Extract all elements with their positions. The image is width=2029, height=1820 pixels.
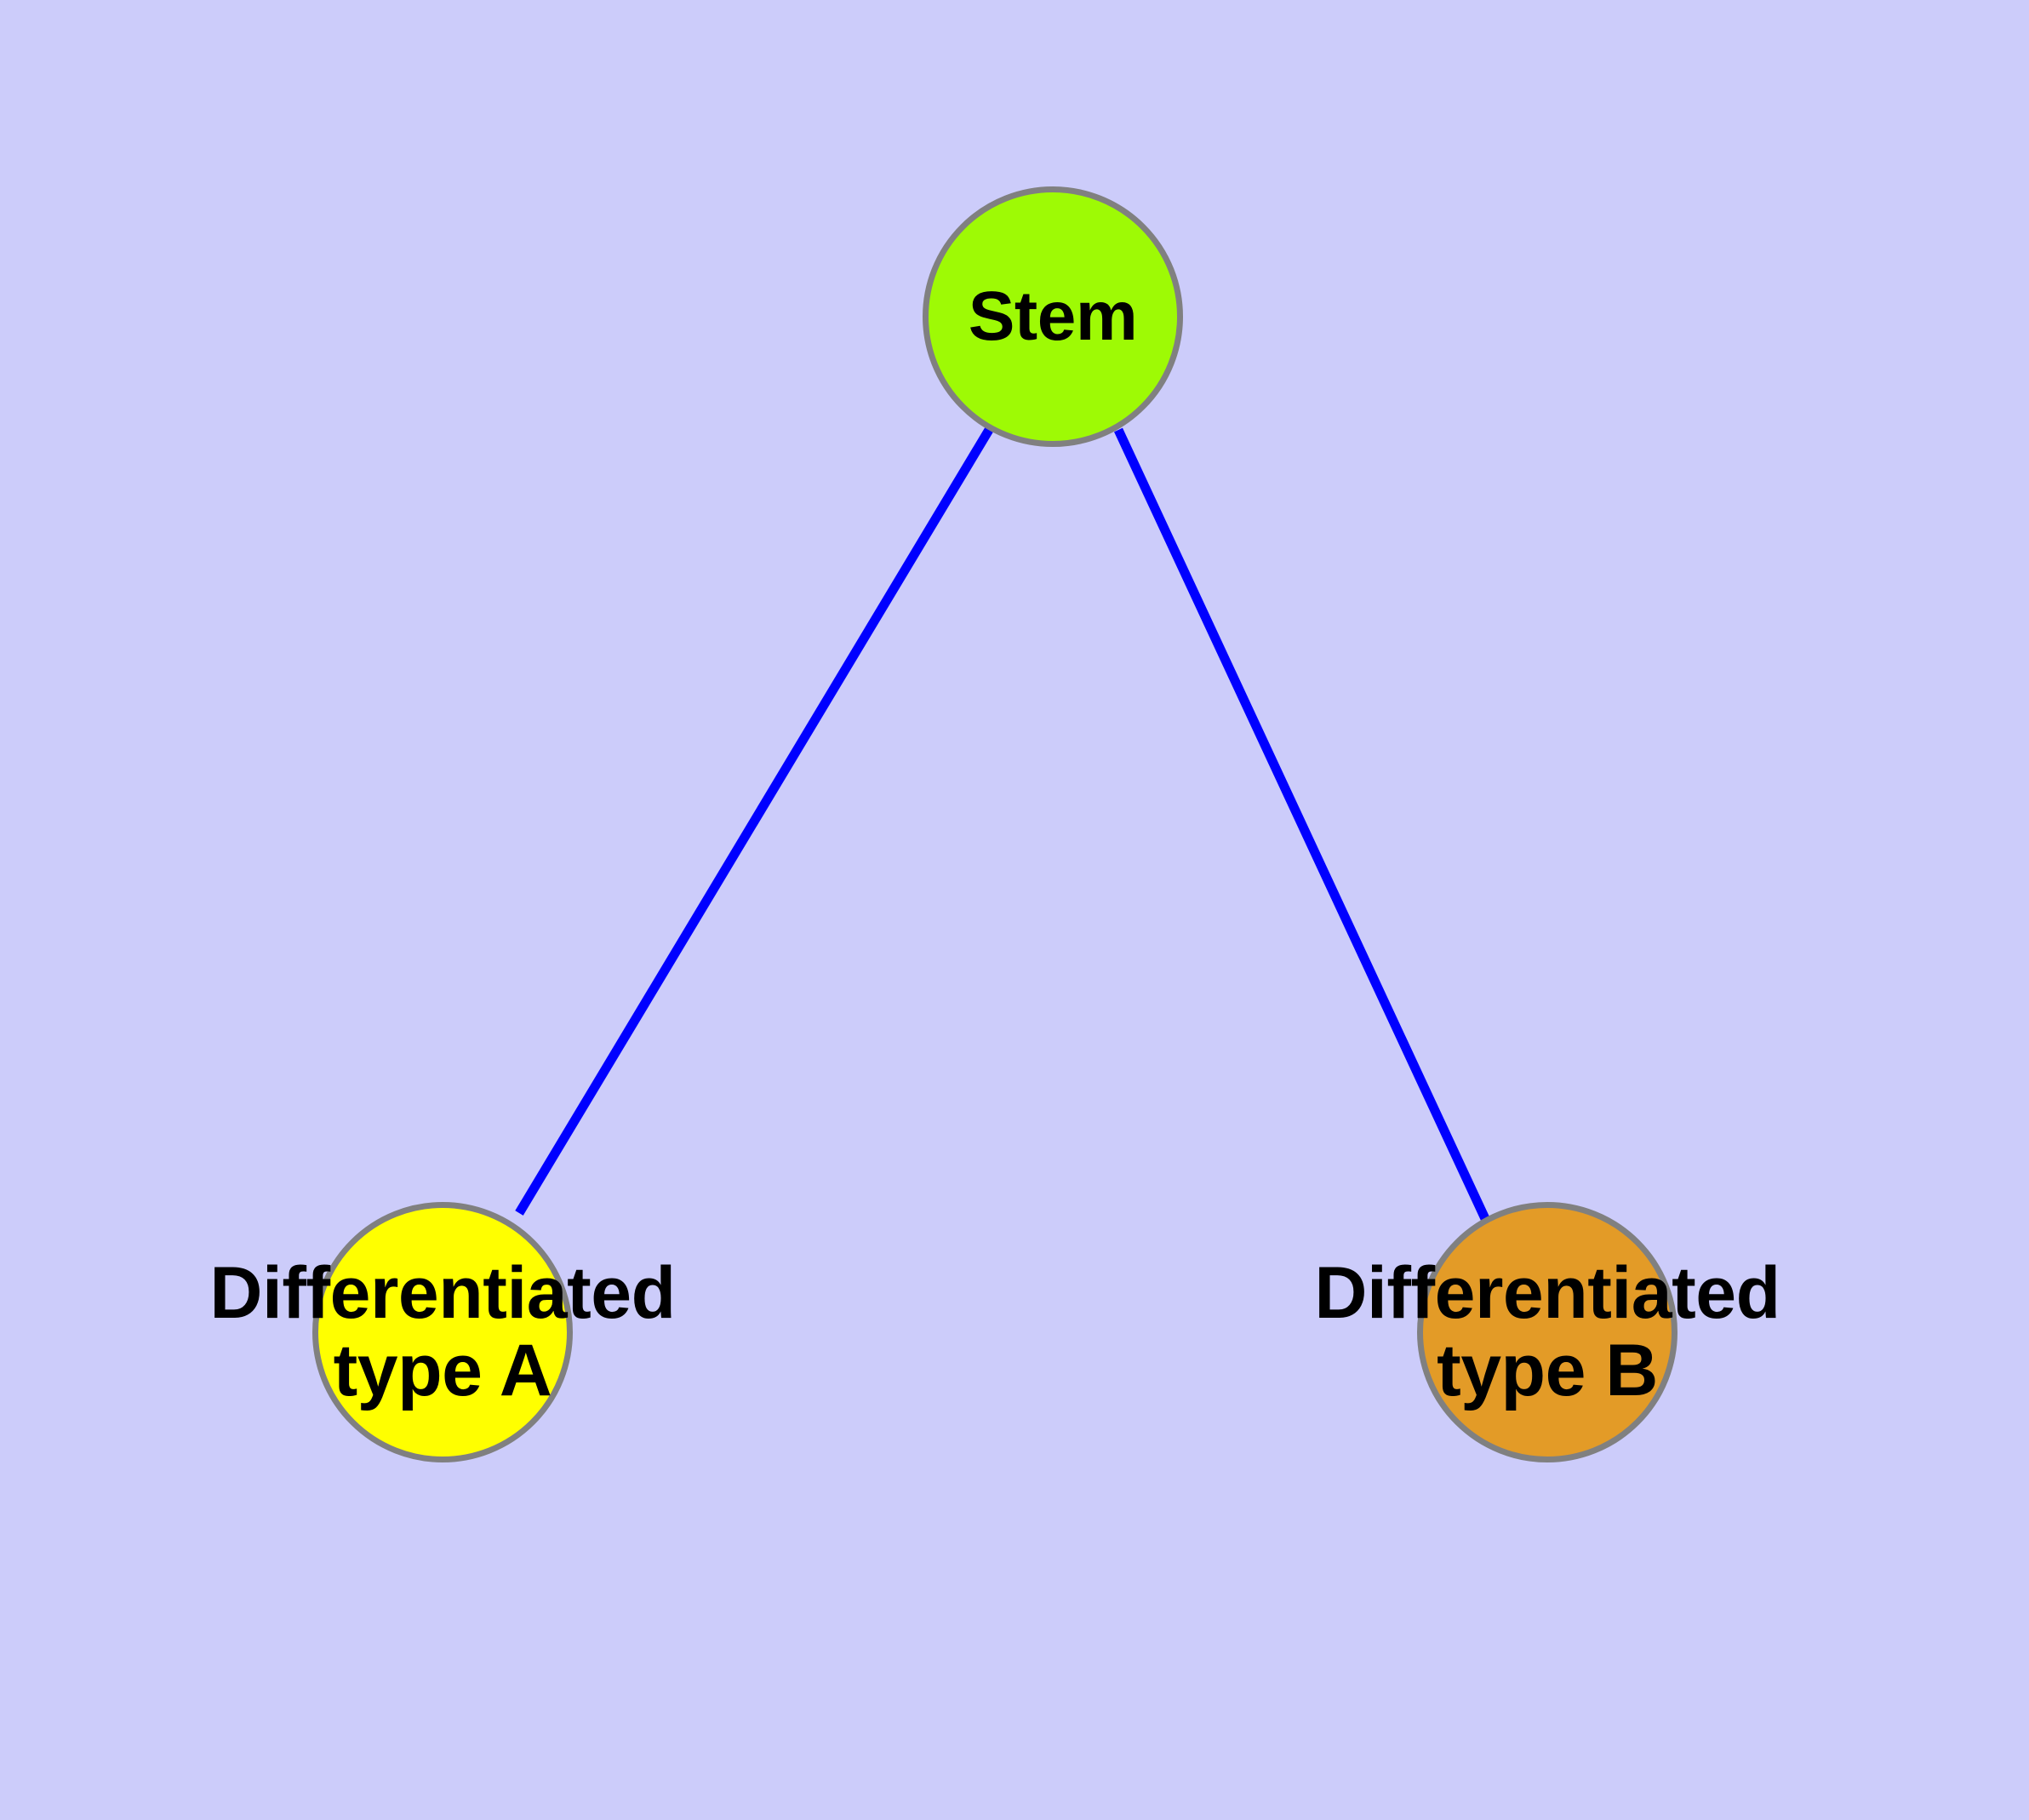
node-differentiated-type-b[interactable] (1417, 1202, 1677, 1462)
node-differentiated-type-a[interactable] (312, 1202, 573, 1462)
edge-stem-to-type-a (515, 427, 993, 1216)
edge-stem-to-type-b (1114, 427, 1492, 1227)
node-stem[interactable] (923, 186, 1183, 447)
